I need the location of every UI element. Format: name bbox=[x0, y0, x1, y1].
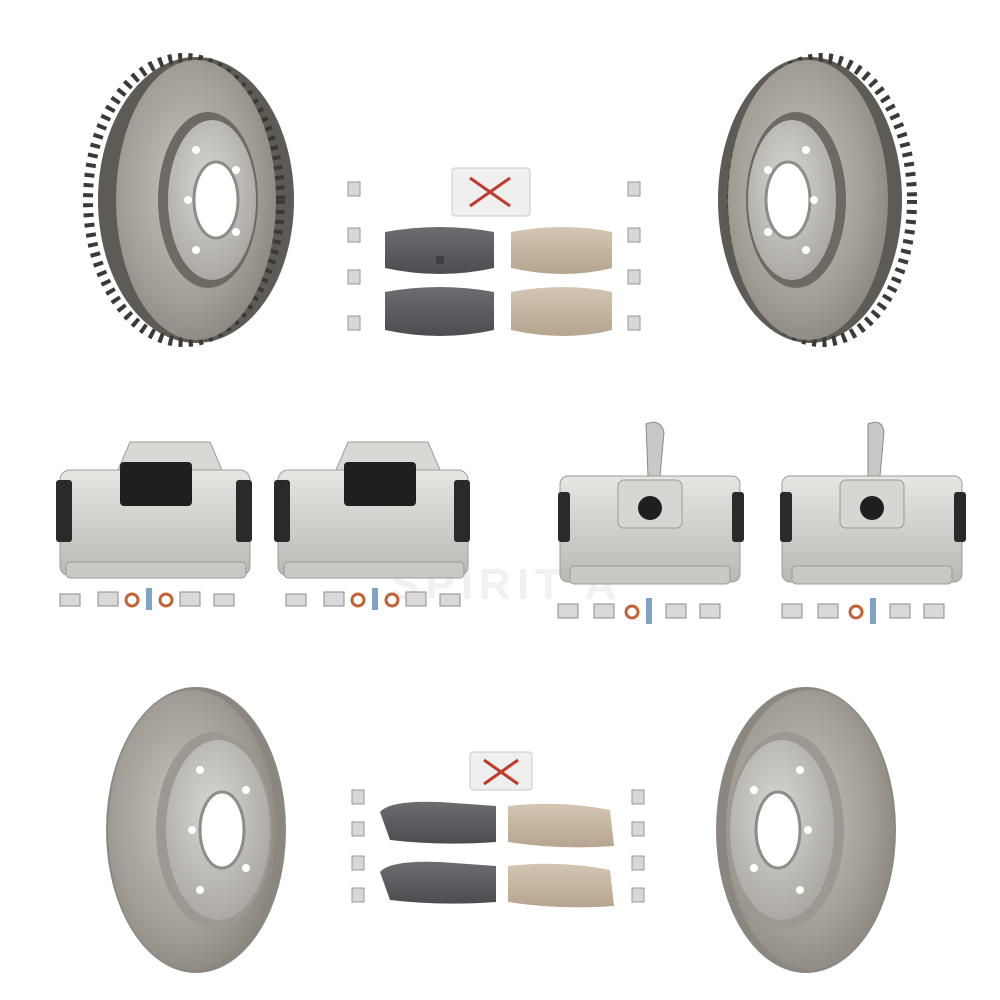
semi-metallic-pad bbox=[385, 227, 494, 274]
ceramic-pad bbox=[511, 287, 612, 336]
rear-caliper-left-hardware bbox=[557, 598, 721, 624]
front-caliper-right-hardware bbox=[285, 588, 461, 610]
ceramic-pad bbox=[508, 803, 614, 848]
front-caliper-left bbox=[56, 441, 252, 579]
ceramic-pad bbox=[511, 227, 612, 274]
front-pad-set bbox=[351, 751, 645, 908]
vented-rotor-left bbox=[83, 53, 294, 347]
front-caliper-right bbox=[274, 441, 470, 579]
front-caliper-left-hardware bbox=[59, 588, 235, 610]
vented-rotor-right bbox=[718, 53, 917, 347]
semi-metallic-pad bbox=[380, 801, 496, 844]
semi-metallic-pad bbox=[380, 861, 496, 904]
solid-rotor-right bbox=[716, 687, 896, 973]
semi-metallic-pad bbox=[385, 287, 494, 336]
ceramic-pad bbox=[508, 863, 614, 908]
rear-pad-set bbox=[347, 167, 641, 336]
rear-caliper-right-hardware bbox=[781, 598, 945, 624]
rear-caliper-left bbox=[558, 421, 744, 585]
solid-rotor-left bbox=[106, 687, 286, 973]
rear-caliper-right bbox=[780, 421, 966, 585]
